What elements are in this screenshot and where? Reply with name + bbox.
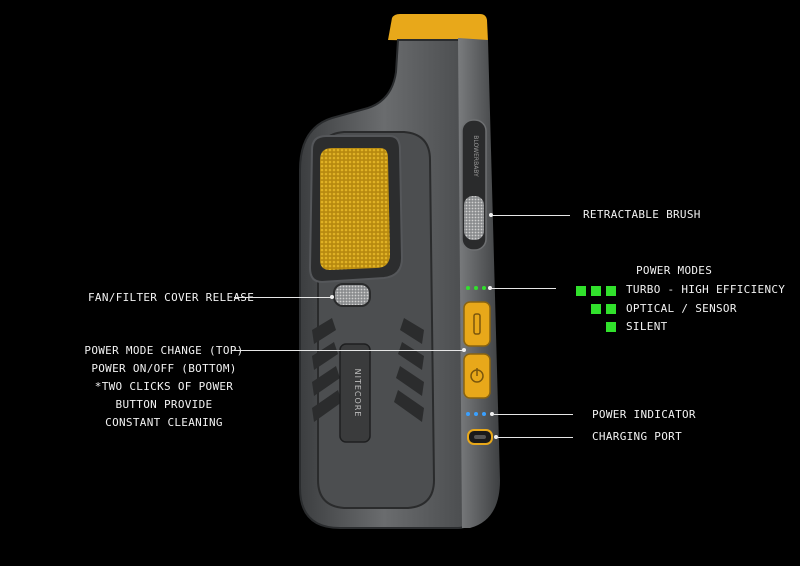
power-modes-line	[490, 288, 556, 289]
mode-optical-label: OPTICAL / SENSOR	[626, 302, 737, 315]
power-modes-dot	[488, 286, 492, 290]
mode-silent-led-1	[606, 322, 616, 332]
power-modes-title: POWER MODES	[636, 264, 713, 277]
mode-turbo-led-2	[591, 286, 601, 296]
power-indicator-label: POWER INDICATOR	[592, 408, 696, 421]
filter-mesh	[320, 148, 390, 270]
power-mode-change-dot	[462, 348, 466, 352]
cover-release-button	[333, 283, 371, 307]
two-clicks-line1: *TWO CLICKS OF POWER	[94, 380, 234, 393]
mode-turbo-label: TURBO - HIGH EFFICIENCY	[626, 283, 786, 296]
power-indicator-line	[493, 414, 573, 415]
retractable-brush-label: RETRACTABLE BRUSH	[583, 208, 701, 221]
power-mode-change-label: POWER MODE CHANGE (TOP)	[84, 344, 244, 357]
fan-filter-cover-release-dot	[330, 295, 334, 299]
brand-text: NITECORE	[353, 369, 362, 418]
mode-silent-label: SILENT	[626, 320, 668, 333]
charging-port-label: CHARGING PORT	[592, 430, 682, 443]
device-body-side	[458, 38, 500, 528]
power-mode-change-line	[234, 350, 464, 351]
mode-turbo-led-3	[606, 286, 616, 296]
power-indicator-dot	[490, 412, 494, 416]
power-on-off-label: POWER ON/OFF (BOTTOM)	[91, 362, 237, 375]
retractable-brush-line	[492, 215, 570, 216]
fan-filter-cover-release-label: FAN/FILTER COVER RELEASE	[88, 291, 255, 304]
retractable-brush-dot	[489, 213, 493, 217]
two-clicks-line2: BUTTON PROVIDE	[115, 398, 213, 411]
charging-port-dot	[494, 435, 498, 439]
two-clicks-line3: CONSTANT CLEANING	[105, 416, 223, 429]
top-cap	[388, 14, 488, 42]
charging-port-line	[497, 437, 573, 438]
mode-button	[463, 301, 491, 347]
mode-turbo-led-1	[576, 286, 586, 296]
mode-optical-led-1	[591, 304, 601, 314]
side-text: BLOWERBABY	[472, 135, 479, 177]
mode-optical-led-2	[606, 304, 616, 314]
mode-indicator-leds	[466, 286, 486, 290]
brush-handle	[464, 196, 484, 240]
vents-left	[312, 318, 342, 422]
vents-right	[394, 318, 424, 422]
power-indicator-leds	[466, 412, 486, 416]
brand-plate	[339, 343, 371, 443]
fan-filter-cover-release-line	[234, 297, 332, 298]
